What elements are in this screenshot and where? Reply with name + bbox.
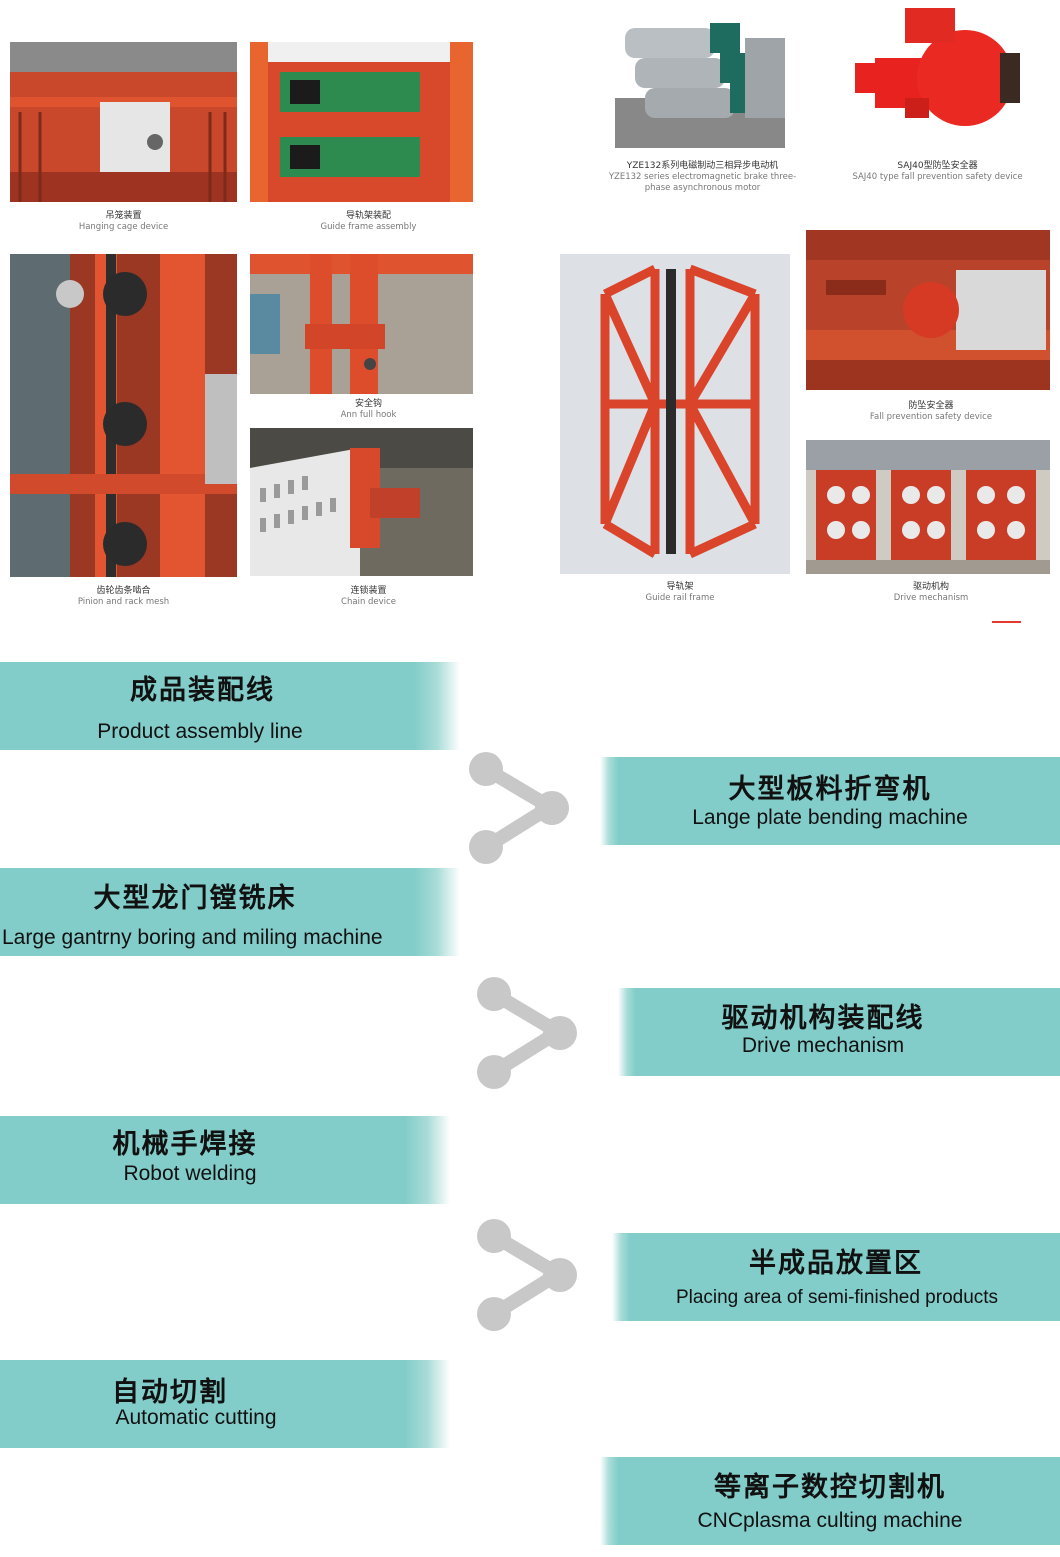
photo-caption-cn: YZE132系列电磁制动三相异步电动机	[626, 161, 779, 171]
pinion-rack-image	[10, 254, 237, 577]
process-title-en: Automatic cutting	[115, 1406, 277, 1429]
guide-frame-image	[250, 42, 473, 202]
process-title-cn: 大型龙门镗铣床	[93, 883, 297, 914]
process-band-drive-mechanism: 驱动机构装配线 Drive mechanism	[618, 988, 1060, 1076]
photo-safety-hook	[250, 254, 473, 394]
photo-drive-mechanism	[806, 440, 1050, 574]
photo-caption-en: Hanging cage device	[78, 222, 169, 232]
fall-prevention-image	[806, 230, 1050, 390]
process-title-cn: 大型板料折弯机	[728, 774, 932, 805]
process-title-cn: 等离子数控切割机	[714, 1472, 946, 1503]
process-title-cn: 驱动机构装配线	[721, 1003, 925, 1034]
hanging-cage-image	[10, 42, 237, 202]
accent-line	[992, 621, 1021, 623]
process-title-en: Placing area of semi-finished products	[675, 1287, 999, 1308]
photo-caption-en: Ann full hook	[340, 410, 397, 420]
photo-pinion-rack	[10, 254, 237, 577]
photo-caption-cn: 齿轮齿条啮合	[96, 586, 151, 596]
photo-caption-cn: 导轨架	[666, 582, 694, 592]
flow-connector-icon	[469, 752, 569, 864]
process-title-cn: 半成品放置区	[749, 1248, 923, 1279]
process-band-gantry-boring: 大型龙门镗铣床 Large gantrny boring and miling …	[0, 868, 460, 956]
safety-hook-image	[250, 254, 473, 394]
photo-caption-cn: 导轨架装配	[345, 211, 391, 221]
flow-connector-icon	[477, 1219, 577, 1331]
photo-caption-en: Chain device	[341, 597, 396, 607]
process-band-cnc-plasma: 等离子数控切割机 CNCplasma culting machine	[600, 1457, 1060, 1545]
photo-caption-en: SAJ40 type fall prevention safety device	[852, 172, 1023, 182]
photo-caption-en: Pinion and rack mesh	[77, 597, 170, 607]
photo-chain-device	[250, 428, 473, 576]
process-title-en: Product assembly line	[97, 720, 303, 743]
photo-caption-cn: 安全钩	[354, 399, 382, 409]
photo-caption-en: Guide rail frame	[645, 593, 715, 603]
photo-caption-en: Drive mechanism	[893, 593, 969, 603]
photo-caption-en: Fall prevention safety device	[869, 412, 993, 422]
process-title-cn: 成品装配线	[130, 675, 275, 706]
guide-rail-frame-image	[560, 254, 790, 574]
process-title-en: Robot welding	[123, 1162, 257, 1185]
process-band-product-assembly: 成品装配线 Product assembly line	[0, 662, 460, 750]
process-band-plate-bending: 大型板料折弯机 Lange plate bending machine	[600, 757, 1060, 845]
process-title-cn: 机械手焊接	[112, 1129, 258, 1160]
photo-saj40	[845, 8, 1023, 151]
photo-caption-cn: 防坠安全器	[908, 401, 954, 411]
photo-caption-cn: SAJ40型防坠安全器	[897, 161, 978, 171]
photo-fall-prevention	[806, 230, 1050, 390]
chain-device-image	[250, 428, 473, 576]
photo-guide-rail-frame	[560, 254, 790, 574]
photo-motor	[605, 8, 800, 151]
process-title-cn: 自动切割	[112, 1377, 228, 1408]
motor-image	[615, 23, 785, 148]
process-band-robot-welding: 机械手焊接 Robot welding	[0, 1116, 450, 1204]
process-band-automatic-cutting: 自动切割 Automatic cutting	[0, 1360, 450, 1448]
photo-caption-cn: 连锁装置	[350, 586, 387, 596]
photo-caption-cn: 驱动机构	[912, 582, 949, 592]
flow-connector-icon	[477, 977, 577, 1089]
process-title-en: CNCplasma culting machine	[697, 1509, 963, 1532]
photo-caption-cn: 吊笼装置	[105, 211, 142, 221]
photo-hanging-cage	[10, 42, 237, 202]
saj40-image	[855, 8, 1020, 126]
process-band-semi-finished: 半成品放置区 Placing area of semi-finished pro…	[612, 1233, 1060, 1321]
process-title-en: Large gantrny boring and miling machine	[2, 926, 383, 949]
drive-mechanism-image	[806, 440, 1050, 574]
photo-guide-frame-assembly	[250, 42, 473, 202]
photo-caption-en: YZE132 series electromagnetic brake thre…	[608, 172, 797, 193]
photo-caption-en: Guide frame assembly	[320, 222, 417, 232]
process-title-en: Lange plate bending machine	[692, 806, 968, 829]
process-title-en: Drive mechanism	[741, 1034, 905, 1057]
